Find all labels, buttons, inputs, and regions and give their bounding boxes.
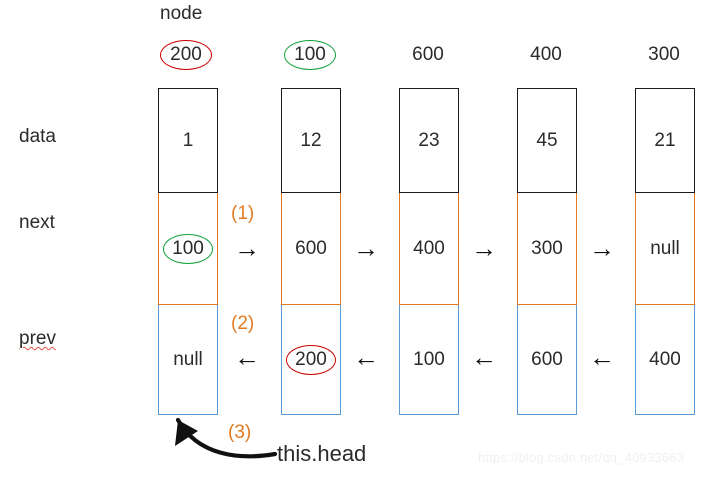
next-arrow-2: →	[471, 233, 497, 263]
prev-arrow-1: ←	[353, 342, 379, 372]
row-label-data: data	[19, 126, 56, 147]
node-address-2: 600	[412, 44, 444, 65]
node-1-next-cell: 600	[281, 193, 341, 305]
node-2-prev-cell: 100	[399, 305, 459, 415]
head-pointer-arrow-icon	[175, 417, 278, 459]
node-3-data-cell: 45	[517, 88, 577, 193]
node-0: 1 100 null	[158, 88, 218, 415]
next-highlight-green: 100	[163, 233, 213, 264]
next-arrow-1: →	[353, 233, 379, 263]
prev-arrow-2: ←	[471, 342, 497, 372]
step-label-1: (1)	[231, 203, 255, 224]
node-1: 12 600 200	[281, 88, 341, 415]
step-label-2: (2)	[231, 313, 255, 334]
node-address-3: 400	[530, 44, 562, 65]
next-arrow-3: →	[589, 233, 615, 263]
node-3-next-cell: 300	[517, 193, 577, 305]
prev-highlight-red: 200	[286, 344, 336, 375]
address-highlight-red: 200	[160, 40, 212, 70]
address-highlight-green: 100	[284, 40, 336, 70]
node-2-next-cell: 400	[399, 193, 459, 305]
node-0-next-cell: 100	[158, 193, 218, 305]
watermark: https://blog.csdn.net/qq_40933663	[478, 450, 685, 465]
next-arrow-0: →	[234, 233, 260, 263]
node-1-prev-cell: 200	[281, 305, 341, 415]
node-2: 23 400 100	[399, 88, 459, 415]
prev-arrow-0: ←	[234, 342, 260, 372]
node-0-data-cell: 1	[158, 88, 218, 193]
row-label-prev: prev	[19, 328, 56, 349]
node-4: 21 null 400	[635, 88, 695, 415]
node-3: 45 300 600	[517, 88, 577, 415]
node-1-data-cell: 12	[281, 88, 341, 193]
node-3-prev-cell: 600	[517, 305, 577, 415]
this-head-label: this.head	[277, 441, 367, 466]
node-caption: node	[160, 3, 203, 24]
row-label-next: next	[19, 212, 55, 233]
node-address-0: 200	[156, 40, 216, 70]
step-label-3: (3)	[228, 422, 252, 443]
node-0-prev-cell: null	[158, 305, 218, 415]
node-4-next-cell: null	[635, 193, 695, 305]
node-address-4: 300	[648, 44, 680, 65]
prev-arrow-3: ←	[589, 342, 615, 372]
node-4-prev-cell: 400	[635, 305, 695, 415]
node-address-1: 100	[280, 40, 340, 70]
node-4-data-cell: 21	[635, 88, 695, 193]
node-2-data-cell: 23	[399, 88, 459, 193]
